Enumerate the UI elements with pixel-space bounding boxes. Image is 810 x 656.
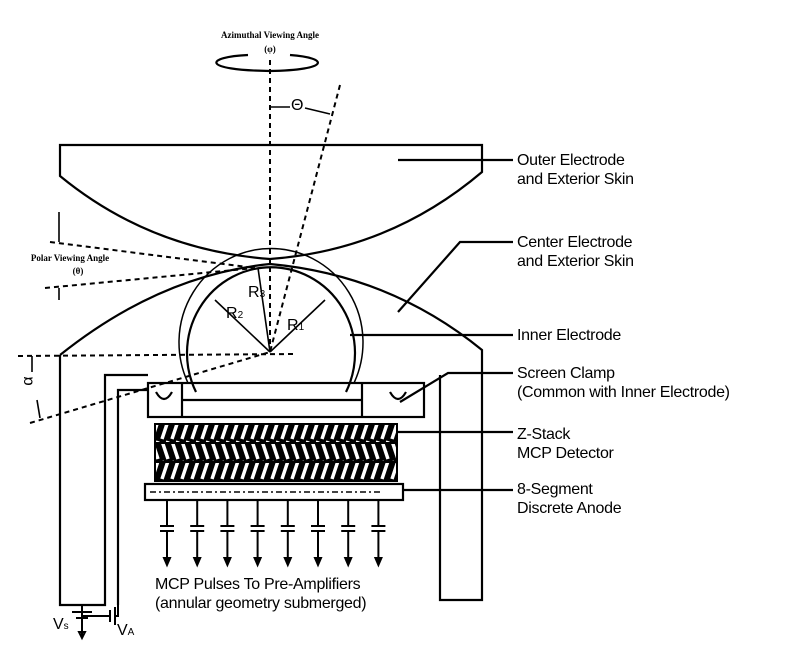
screen-clamp-label: Screen Clamp(Common with Inner Electrode… bbox=[517, 365, 730, 401]
vs-label: Vs bbox=[53, 616, 69, 633]
mcp-stack bbox=[154, 423, 398, 482]
r3-label: R3 bbox=[248, 284, 266, 301]
capacitor-output bbox=[280, 500, 295, 568]
center-electrode bbox=[59, 262, 484, 602]
capacitor-output bbox=[371, 500, 386, 568]
inner-electrode-label: Inner Electrode bbox=[517, 327, 622, 344]
leader-center bbox=[397, 240, 513, 313]
capacitor-output bbox=[220, 500, 235, 568]
discrete-anode bbox=[143, 482, 405, 502]
capacitor-output bbox=[190, 500, 205, 568]
va-label: VA bbox=[117, 622, 135, 639]
azimuthal-angle-label: Azimuthal Viewing Angle bbox=[220, 30, 319, 40]
r2-label: R2 bbox=[226, 305, 244, 322]
alpha-symbol: α bbox=[19, 376, 37, 386]
screen-clamp bbox=[146, 381, 426, 419]
capacitor-output bbox=[341, 500, 356, 568]
theta-symbol: Θ bbox=[291, 97, 304, 114]
azimuth-arrow-ellipse bbox=[215, 53, 319, 73]
pulses-label: MCP Pulses To Pre-Amplifiers(annular geo… bbox=[155, 576, 367, 612]
azimuthal-angle-symbol: (φ) bbox=[264, 44, 276, 54]
capacitor-output bbox=[250, 500, 265, 568]
leader-clamp bbox=[399, 371, 513, 403]
capacitor-output bbox=[311, 500, 325, 568]
polar-angle-symbol: (θ) bbox=[72, 266, 84, 276]
r1-label: R1 bbox=[287, 317, 305, 334]
polar-angle-label: Polar Viewing Angle bbox=[30, 253, 110, 263]
capacitor-output bbox=[160, 500, 174, 568]
